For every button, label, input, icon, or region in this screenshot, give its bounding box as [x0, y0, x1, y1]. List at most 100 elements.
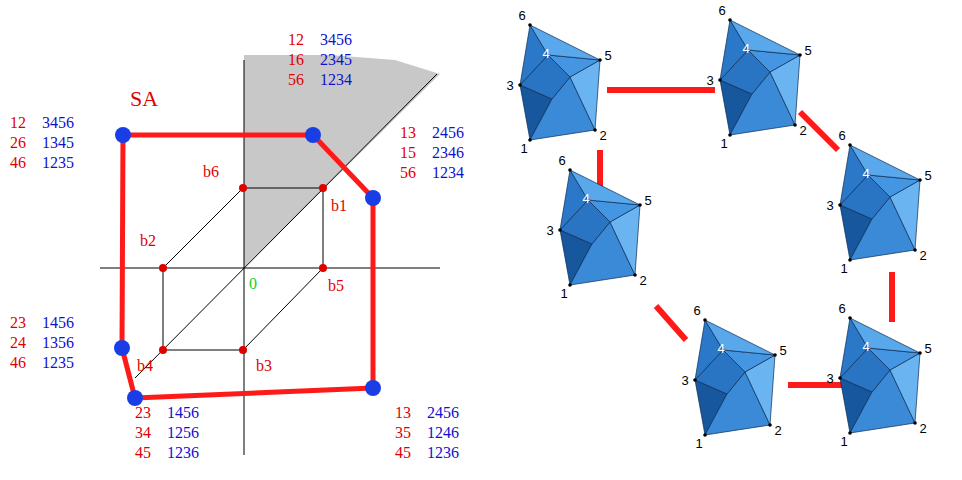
- quad-index: 1256: [167, 425, 199, 441]
- pair-index: 56: [288, 72, 304, 88]
- vertex-number: 5: [604, 49, 611, 62]
- vertex-point: [593, 128, 597, 132]
- origin-label: 0: [249, 276, 257, 292]
- vertex-point: [838, 376, 842, 380]
- quad-index: 1456: [42, 315, 74, 331]
- vertex-number: 5: [804, 44, 811, 57]
- vertex-name: b1: [331, 198, 347, 214]
- vertex-name: b5: [328, 278, 344, 294]
- vertex-point: [728, 18, 732, 22]
- quad-index: 1236: [427, 445, 459, 461]
- vertex-point: [848, 143, 852, 147]
- tetrahedra: [518, 18, 922, 437]
- quad-index: 3456: [320, 32, 352, 48]
- vertex-number: 3: [826, 372, 833, 385]
- vertex-number: 6: [838, 129, 845, 142]
- vertex-point: [703, 318, 707, 322]
- vertex-point: [773, 353, 777, 357]
- vertex-number: 2: [919, 422, 926, 435]
- quad-index: 1246: [427, 425, 459, 441]
- pair-index: 12: [10, 115, 26, 131]
- vertex-point: [638, 203, 642, 207]
- quad-index: 1456: [167, 405, 199, 421]
- pair-index: 16: [288, 52, 304, 68]
- vertex-number: 5: [924, 342, 931, 355]
- vertex-point: [728, 133, 732, 137]
- pair-index: 23: [135, 405, 151, 421]
- vertex-point: [718, 78, 722, 82]
- vertex-number: 4: [862, 340, 869, 353]
- vertex-point: [568, 168, 572, 172]
- pair-index: 24: [10, 335, 26, 351]
- tetrahedron-figure: [718, 18, 802, 137]
- vertex-number: 6: [838, 302, 845, 315]
- pair-index: 46: [10, 355, 26, 371]
- vertex-point: [918, 351, 922, 355]
- pair-index: 35: [395, 425, 411, 441]
- pair-index: 45: [395, 445, 411, 461]
- vertex-number: 1: [695, 437, 702, 450]
- quad-index: 2456: [432, 125, 464, 141]
- tetrahedron-figure: [838, 143, 922, 262]
- vertex-dots: [114, 127, 381, 406]
- pair-index: 15: [400, 145, 416, 161]
- tetrahedron-figure: [838, 316, 922, 435]
- vertex-number: 4: [582, 192, 589, 205]
- figure-face: [570, 170, 640, 205]
- quad-index: 3456: [42, 115, 74, 131]
- vertex-point: [768, 423, 772, 427]
- vertex-number: 4: [717, 342, 724, 355]
- vertex-number: 3: [826, 199, 833, 212]
- vertex-point: [913, 248, 917, 252]
- vertex-number: 1: [560, 287, 567, 300]
- vertex-point: [693, 378, 697, 382]
- pair-index: 56: [400, 165, 416, 181]
- vertex-point: [598, 58, 602, 62]
- vertex-point: [518, 83, 522, 87]
- vertex-number: 6: [558, 154, 565, 167]
- vertex-number: 3: [546, 224, 553, 237]
- vertex-number: 6: [693, 304, 700, 317]
- cube-dots: [159, 184, 327, 354]
- figure-face: [530, 25, 600, 60]
- axes: [100, 60, 440, 455]
- quad-index: 1234: [432, 165, 464, 181]
- vertex-name: b2: [140, 233, 156, 249]
- quad-index: 2456: [427, 405, 459, 421]
- vertex-number: 2: [774, 424, 781, 437]
- vertex-point: [528, 138, 532, 142]
- vertex-point: [633, 273, 637, 277]
- vertex-point: [848, 258, 852, 262]
- tetrahedron-figure: [558, 168, 642, 287]
- vertex-number: 6: [718, 4, 725, 17]
- vertex-point: [798, 53, 802, 57]
- quad-index: 1236: [167, 445, 199, 461]
- vertex-point: [558, 228, 562, 232]
- vertex-number: 5: [924, 169, 931, 182]
- quad-index: 2345: [320, 52, 352, 68]
- vertex-point: [848, 316, 852, 320]
- vertex-point: [838, 203, 842, 207]
- shaded-region: [244, 55, 440, 268]
- tetrahedron-figure: [518, 23, 602, 142]
- vertex-number: 6: [518, 9, 525, 22]
- figure-face: [705, 320, 775, 355]
- vertex-number: 1: [840, 435, 847, 448]
- vertex-name: b4: [137, 358, 153, 374]
- vertex-number: 1: [720, 137, 727, 150]
- figure-cycle: [600, 90, 892, 385]
- vertex-number: 2: [639, 274, 646, 287]
- vertex-number: 5: [779, 344, 786, 357]
- pair-index: 26: [10, 135, 26, 151]
- quad-index: 1356: [42, 335, 74, 351]
- vertex-number: 5: [644, 194, 651, 207]
- pair-index: 12: [288, 32, 304, 48]
- vertex-number: 4: [742, 42, 749, 55]
- pair-index: 13: [400, 125, 416, 141]
- vertex-number: 2: [799, 124, 806, 137]
- quad-index: 1235: [42, 155, 74, 171]
- red-cycle: [122, 135, 373, 398]
- pair-index: 13: [395, 405, 411, 421]
- quad-index: 1234: [320, 72, 352, 88]
